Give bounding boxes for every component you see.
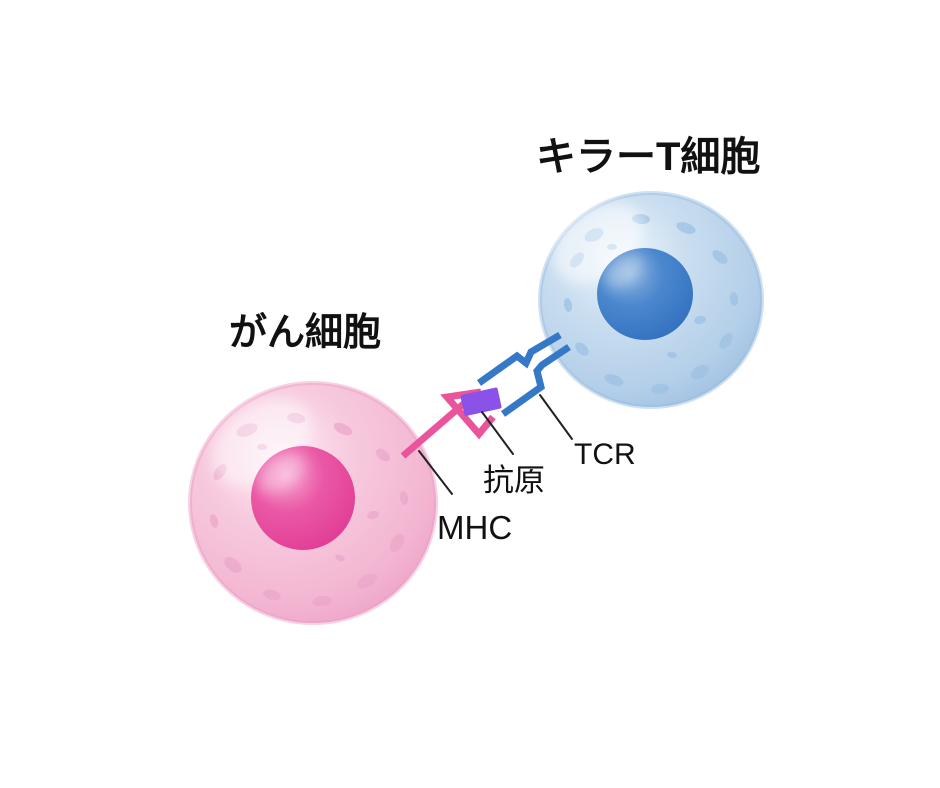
killer-t-nucleus-sheen <box>604 253 644 289</box>
antigen-leader-line <box>481 411 514 455</box>
antigen-label: 抗原 <box>483 463 545 498</box>
tcr-chain-alpha <box>476 331 562 386</box>
tcr-label: TCR <box>574 438 636 471</box>
mhc-molecule <box>400 388 496 459</box>
tcr-molecule <box>476 331 571 417</box>
tcr-leader-line <box>539 394 573 440</box>
killer-t-cell-nucleus <box>597 248 693 340</box>
leader-lines <box>418 394 573 495</box>
cancer-cell <box>188 381 438 625</box>
mhc-label: MHC <box>437 509 513 546</box>
antigen-molecule <box>460 387 502 416</box>
mhc-leader-line <box>418 450 453 495</box>
killer-t-cell-title: キラーT細胞 <box>536 135 761 179</box>
mhc-groove <box>440 388 496 440</box>
killer-t-cell <box>538 191 764 409</box>
tcr-chain-beta <box>500 344 571 417</box>
cancer-nucleus-sheen <box>257 453 305 493</box>
cancer-cell-title: がん細胞 <box>229 312 382 354</box>
